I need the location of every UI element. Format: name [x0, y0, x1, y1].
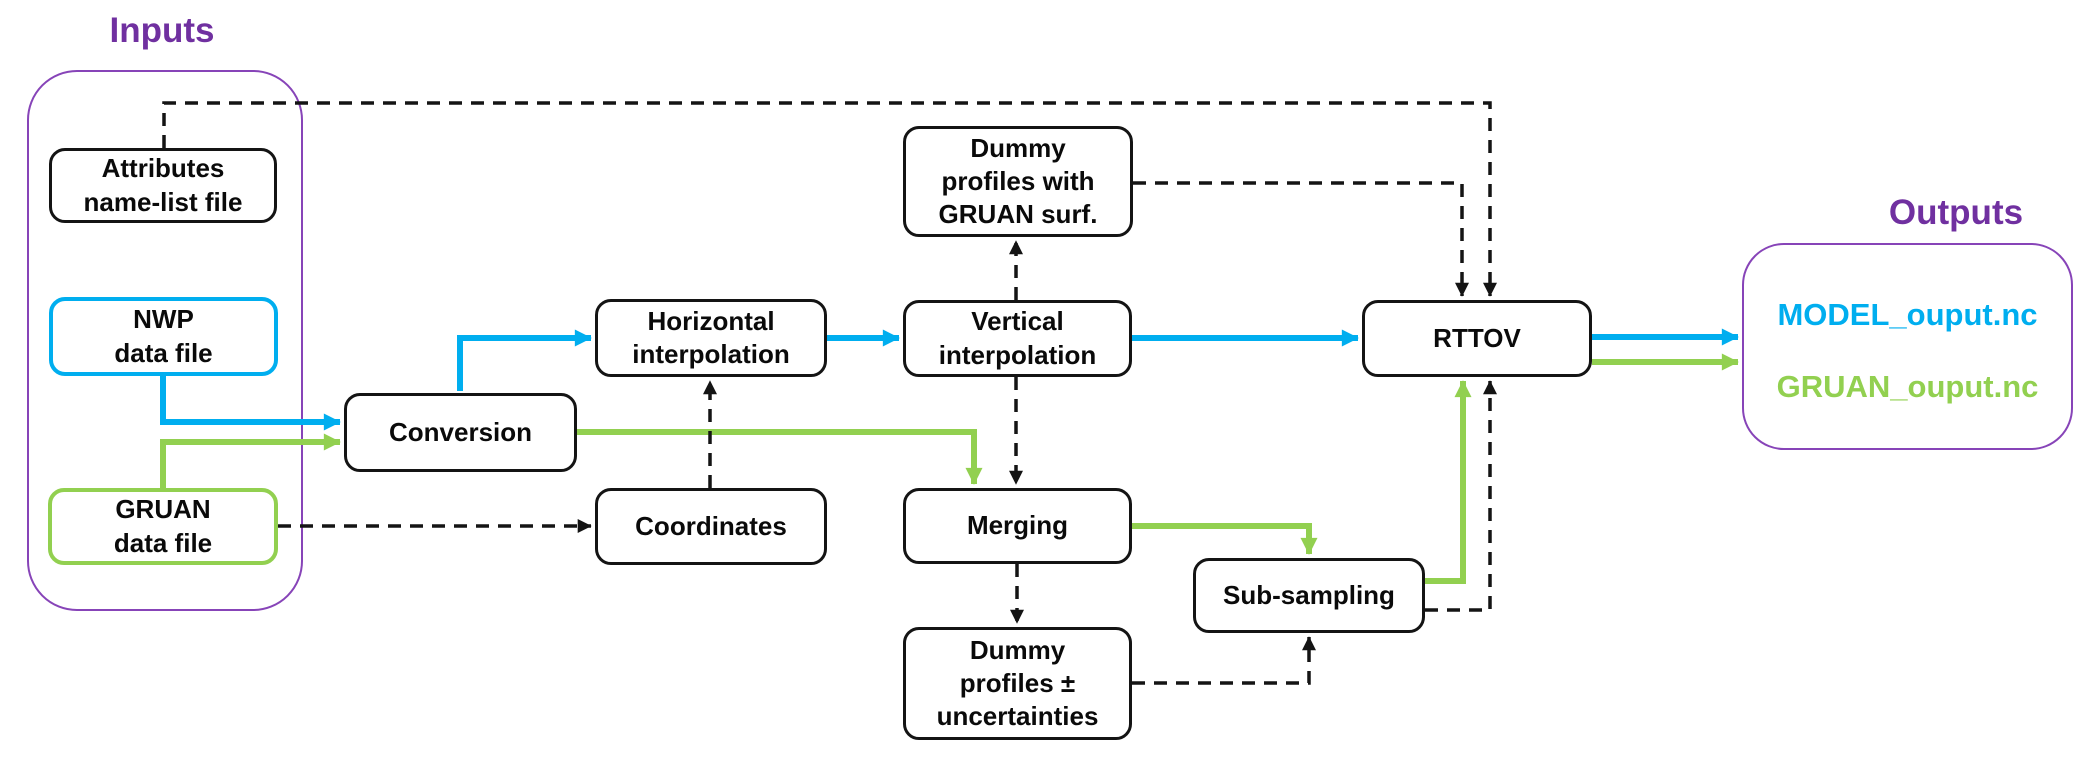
inputs-section-title: Inputs	[109, 11, 215, 50]
edge-dummy-uncertainties-to-subsampling	[1132, 636, 1316, 685]
output-file-model: MODEL_ouput.nc	[1777, 297, 2038, 332]
edge-conversion-to-merging	[577, 429, 983, 485]
edge-attributes-to-rttov	[162, 101, 1497, 297]
inputs-group-container	[27, 70, 303, 611]
node-attributes-name-list-file: Attributes name-list file	[49, 148, 277, 223]
node-horizontal-interpolation: Horizontal interpolation	[595, 299, 827, 377]
node-dummy-profiles-uncertainties: Dummy profiles ± uncertainties	[903, 627, 1132, 740]
node-rttov: RTTOV	[1362, 300, 1592, 377]
edge-conversion-to-horizontal	[457, 329, 592, 391]
node-vertical-interpolation: Vertical interpolation	[903, 300, 1132, 377]
node-sub-sampling: Sub-sampling	[1193, 558, 1425, 633]
node-coordinates: Coordinates	[595, 488, 827, 565]
edge-nwp-to-conversion	[160, 373, 341, 431]
edge-merging-to-subsampling	[1132, 523, 1318, 555]
outputs-section-title: Outputs	[1888, 193, 2024, 232]
output-file-gruan: GRUAN_ouput.nc	[1776, 369, 2039, 404]
edge-dummy-surf-to-rttov	[1133, 181, 1469, 297]
node-gruan-data-file: GRUAN data file	[48, 488, 278, 565]
edge-subsampling-to-rttov	[1425, 380, 1472, 584]
node-merging: Merging	[903, 488, 1132, 564]
node-dummy-profiles-gruan-surf: Dummy profiles with GRUAN surf.	[903, 126, 1133, 237]
node-nwp-data-file: NWP data file	[49, 297, 278, 376]
edge-gruan-to-conversion	[160, 433, 341, 489]
outputs-group-container	[1742, 243, 2073, 450]
edge-subsampling-dashed-to-rttov	[1425, 380, 1497, 612]
node-conversion: Conversion	[344, 393, 577, 472]
